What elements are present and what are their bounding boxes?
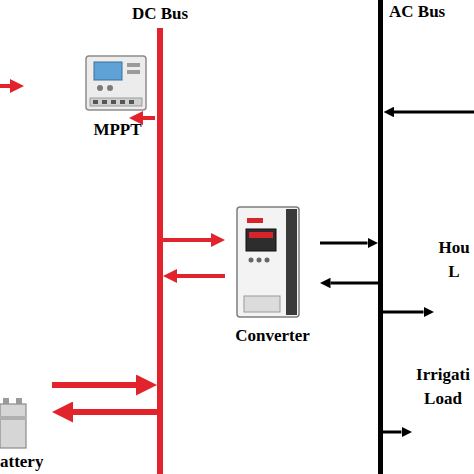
- charge-controller-picture: [86, 56, 146, 110]
- dc-bus-bar: DC Bus: [157, 28, 163, 474]
- arrow-shaft: [143, 116, 155, 120]
- inverter-button: [257, 258, 262, 263]
- inverter-body: [237, 207, 299, 317]
- arrow-shaft: [331, 282, 379, 285]
- inverter-side: [286, 209, 297, 315]
- node-label: AC Bus: [389, 0, 445, 24]
- inverter-screen: [246, 229, 276, 251]
- terminal: [129, 100, 134, 104]
- power-flow-arrow: [52, 385, 136, 386]
- inverter-button: [249, 258, 254, 263]
- terminal: [120, 100, 125, 104]
- text-group: AC Bus: [389, 0, 445, 24]
- node-label: attery: [0, 450, 43, 474]
- controller-led: [127, 70, 140, 74]
- text-group: Converter: [225, 324, 320, 348]
- node-label: DC Bus: [112, 2, 208, 26]
- battery-picture: [0, 398, 26, 448]
- inverter-display: [249, 232, 273, 238]
- controller-terminals: [90, 98, 142, 106]
- arrow-shaft: [383, 431, 402, 434]
- controller-screen: [94, 62, 122, 80]
- power-flow-arrow: [163, 240, 211, 241]
- grid-input-arrow: [394, 111, 474, 114]
- arrow-shaft: [383, 311, 424, 314]
- terminal: [93, 100, 98, 104]
- controller-led: [127, 63, 140, 67]
- house-load: Hou L: [434, 236, 474, 320]
- text-group: MPPT: [80, 118, 155, 142]
- arrow-shaft: [73, 409, 157, 415]
- power-flow-arrow: [331, 283, 379, 284]
- battery-bank: attery: [0, 398, 52, 474]
- arrow-shaft: [320, 242, 368, 245]
- power-flow-arrow: [320, 243, 368, 244]
- mppt-controller: MPPT: [80, 52, 155, 142]
- power-flow-arrow: [177, 276, 225, 277]
- controller-body: [86, 56, 146, 110]
- inverter-button: [265, 258, 270, 263]
- inverter-logo: [247, 218, 263, 223]
- power-flow-arrow: [383, 312, 424, 313]
- inverter-base: [244, 296, 280, 312]
- battery-band: [0, 416, 26, 420]
- controller-button: [97, 85, 103, 91]
- node-label: Converter: [225, 324, 320, 348]
- ac-bus-bar: AC Bus: [378, 0, 383, 474]
- text-group: Irrigati Load: [412, 363, 474, 411]
- battery-body: [0, 404, 26, 448]
- arrow-shaft: [177, 274, 225, 278]
- node-label: MPPT: [80, 118, 155, 142]
- battery-terminal: [3, 398, 9, 404]
- arrow-shaft: [163, 238, 211, 242]
- text-group: Hou L: [434, 236, 474, 284]
- text-group: attery: [0, 450, 43, 474]
- converter-unit: Converter: [225, 205, 320, 348]
- arrow-shaft: [52, 382, 136, 388]
- text-group: DC Bus: [112, 2, 208, 26]
- battery-terminal: [16, 398, 22, 404]
- irrigation-load: Irrigati Load: [412, 363, 474, 441]
- node-label: Hou L: [434, 236, 474, 284]
- node-label: Irrigati Load: [412, 363, 474, 411]
- controller-button: [107, 85, 113, 91]
- pv-input-arrow: [0, 84, 10, 88]
- inverter-picture: [237, 207, 299, 317]
- terminal: [102, 100, 107, 104]
- power-flow-arrow: [143, 118, 155, 119]
- terminal: [111, 100, 116, 104]
- power-flow-arrow: [73, 412, 157, 413]
- power-flow-arrow: [383, 432, 402, 433]
